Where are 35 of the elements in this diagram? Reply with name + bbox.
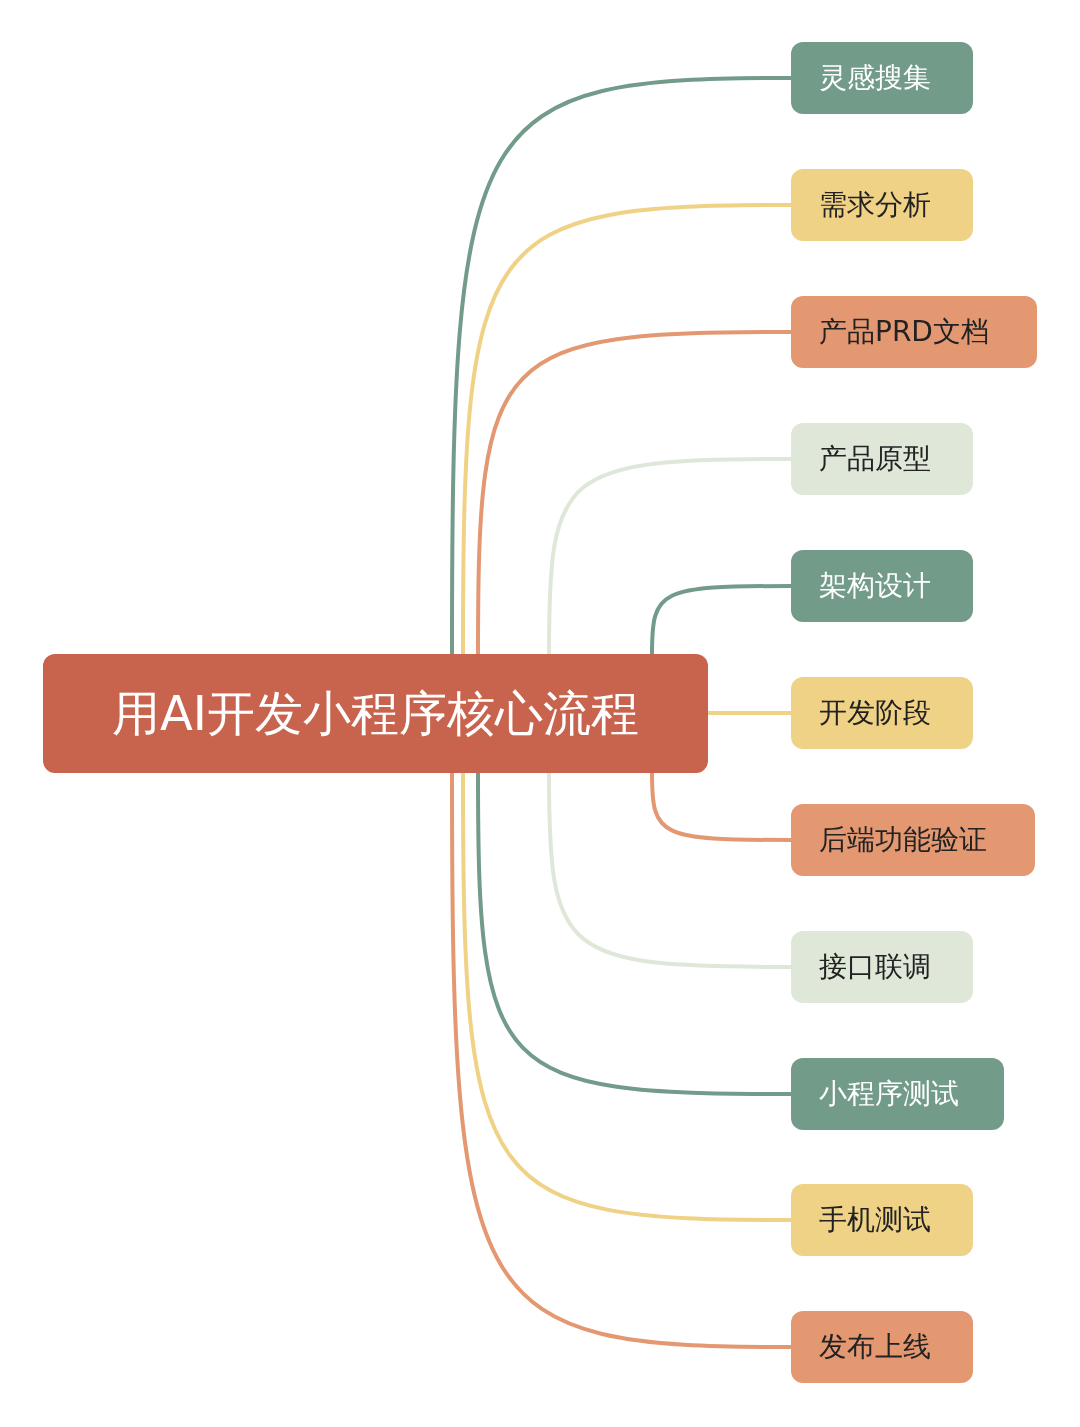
- branch-topic-box: [791, 169, 973, 241]
- branch-topic-box: [791, 1311, 973, 1383]
- connector-line: [461, 773, 791, 1222]
- branch-topic-box: [791, 423, 973, 495]
- topic-text: 架构设计: [819, 568, 931, 604]
- connector-line: [547, 773, 791, 969]
- branch-topic-box: [791, 42, 973, 114]
- connector-line: [650, 584, 791, 655]
- topic-text: 发布上线: [819, 1329, 931, 1365]
- branch-topic-box: [791, 677, 973, 749]
- branch-topic-box: [791, 550, 973, 622]
- connector-line: [708, 711, 791, 715]
- topic-text: 灵感搜集: [819, 60, 931, 96]
- connector-line: [547, 457, 791, 654]
- root-topic-box: [43, 654, 708, 773]
- connector-line: [461, 203, 791, 654]
- branch-topic-box: [791, 931, 973, 1003]
- branch-topic-box: [791, 1184, 973, 1256]
- branch-topic-box: [791, 804, 1035, 876]
- branch-topic-box: [791, 296, 1037, 368]
- connector-line: [476, 330, 791, 654]
- connector-line: [650, 772, 791, 842]
- topic-text: 用AI开发小程序核心流程: [112, 683, 639, 743]
- branch-topic-box: [791, 1058, 1004, 1130]
- connector-line: [450, 773, 792, 1349]
- connector-line: [450, 76, 792, 654]
- topic-text: 后端功能验证: [819, 822, 987, 858]
- topic-text: 小程序测试: [819, 1076, 959, 1112]
- connector-line: [476, 773, 791, 1096]
- topic-text: 接口联调: [819, 949, 931, 985]
- topic-text: 开发阶段: [819, 695, 931, 731]
- topic-text: 产品PRD文档: [819, 314, 989, 350]
- topic-text: 需求分析: [819, 187, 931, 223]
- topic-text: 产品原型: [819, 441, 931, 477]
- topic-text: 手机测试: [819, 1202, 931, 1238]
